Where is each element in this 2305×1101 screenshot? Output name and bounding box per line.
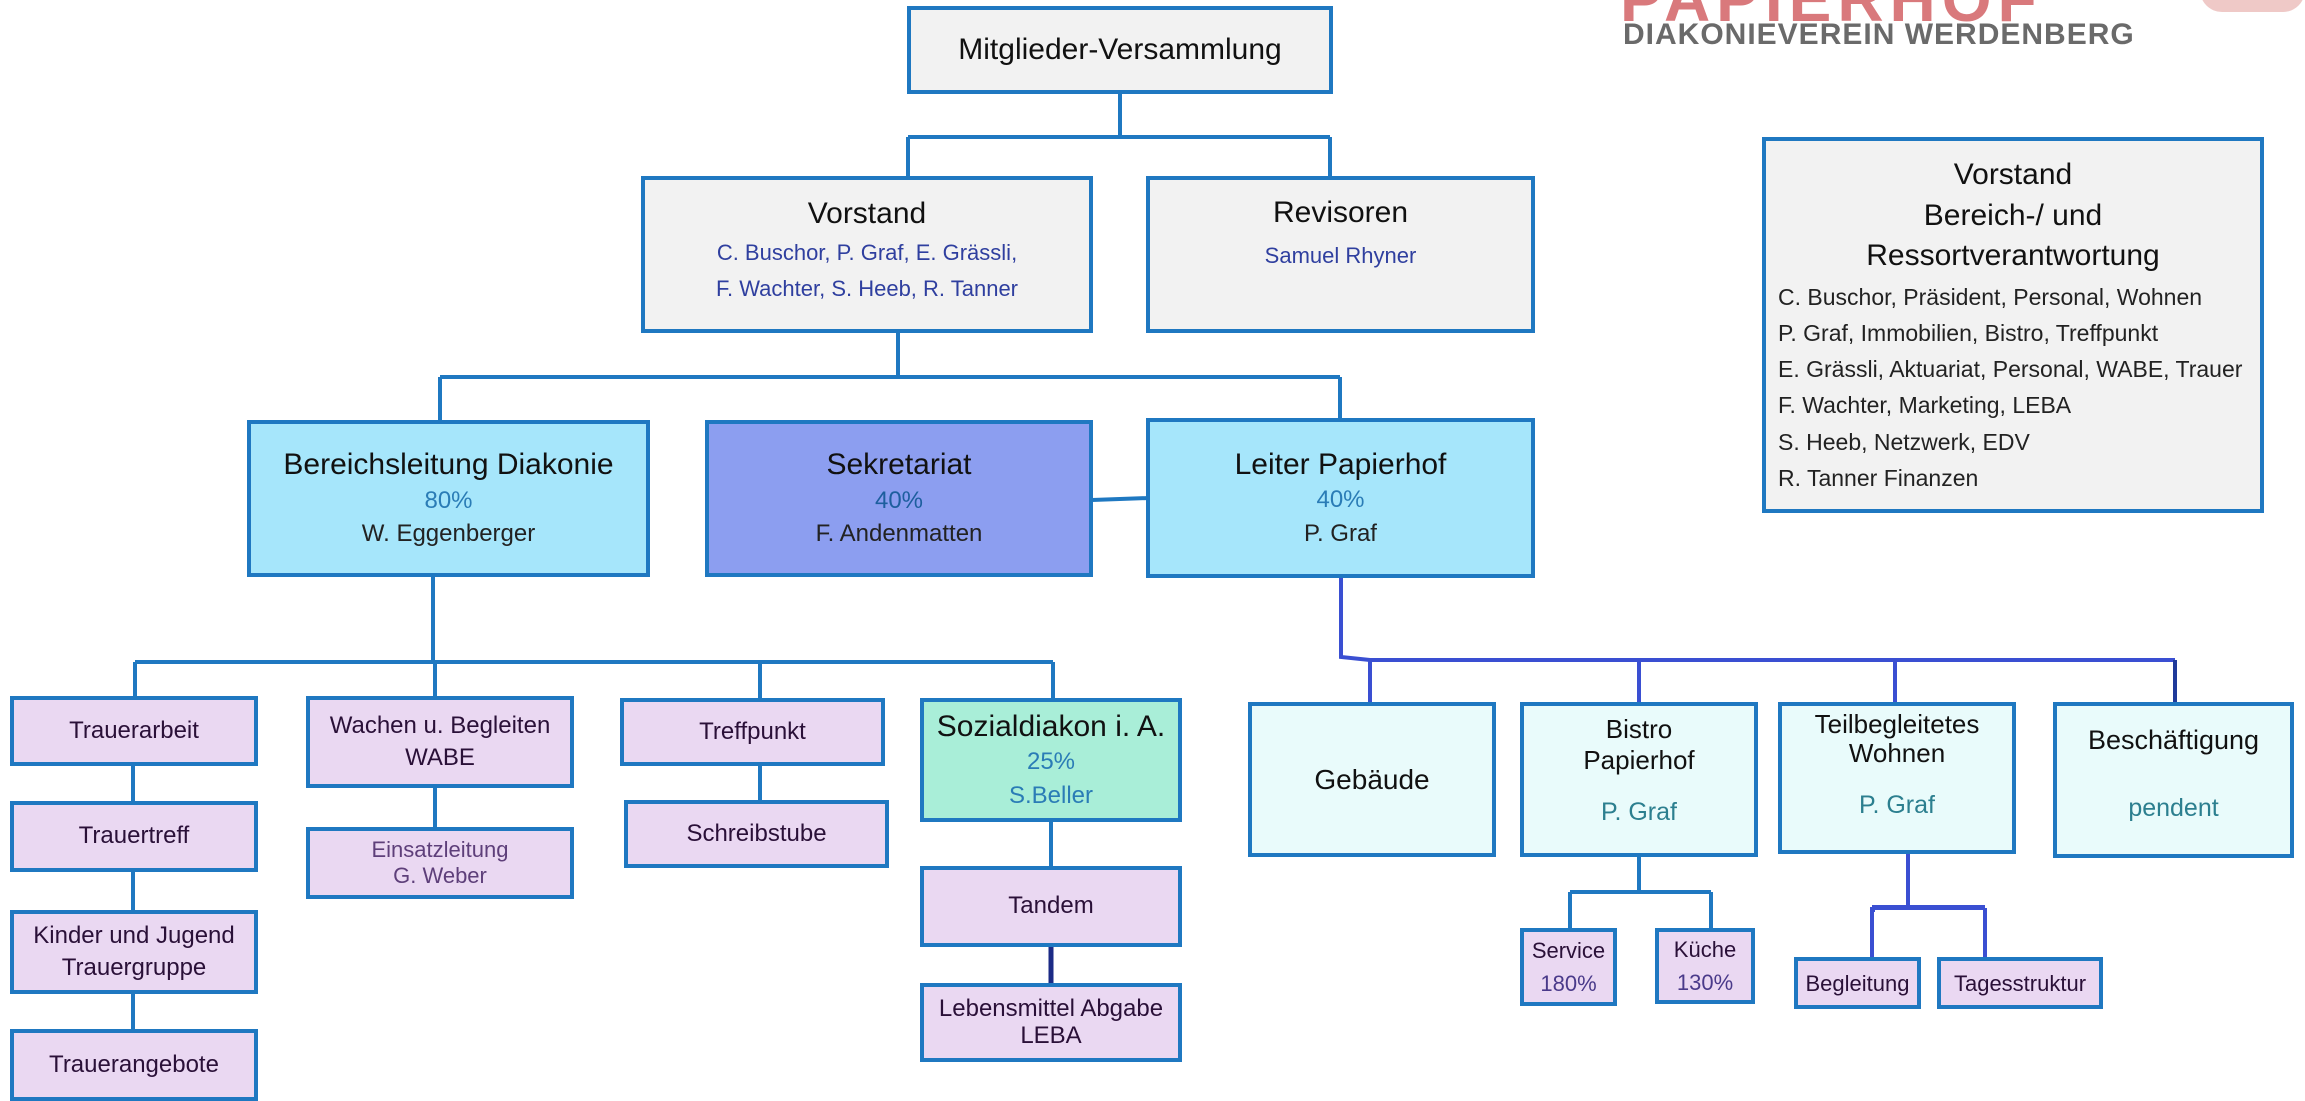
sozialdiakon-box: Sozialdiakon i. A. 25% S.Beller [920,698,1182,822]
secretariat-percent: 40% [874,486,924,514]
logo-subtitle: DIAKONIEVEREIN WERDENBERG [1623,18,2135,51]
trauertreff-box: Trauertreff [10,801,258,872]
connector [1568,857,1713,929]
service-label: Service [1531,938,1606,963]
bistro-line2: Papierhof [1583,745,1695,776]
diakonie-title: Bereichsleitung Diakonie [283,448,614,482]
tagesstruktur-label: Tagesstruktur [1953,970,2087,996]
auditors-name: Samuel Rhyner [1264,242,1417,268]
sozialdiakon-person: S.Beller [1008,781,1094,809]
schreibstube-box: Schreibstube [624,800,889,868]
bistro-line1: Bistro [1605,714,1673,744]
bistro-box: Bistro Papierhof P. Graf [1520,702,1758,857]
kinder-jugend-line1: Kinder und Jugend [33,921,235,949]
papierhof-person: P. Graf [1304,519,1377,547]
board-box: Vorstand C. Buschor, P. Graf, E. Grässli… [641,176,1093,333]
wohnen-person: P. Graf [1859,791,1935,820]
beschaeftigung-status: pendent [2128,794,2219,823]
diakonie-lead-box: Bereichsleitung Diakonie 80% W. Eggenber… [247,420,650,577]
kinder-jugend-line2: Trauergruppe [61,954,207,981]
diakonie-percent: 80% [424,486,473,514]
connector [1871,853,1987,966]
connector [906,92,1332,178]
papierhof-lead-box: Leiter Papierhof 40% P. Graf [1146,418,1535,578]
assembly-box: Mitglieder-Versammlung [907,6,1333,94]
panel-item: R. Tanner Finanzen [1778,465,1979,492]
board-names-line2: F. Wachter, S. Heeb, R. Tanner [715,276,1019,302]
trauertreff-label: Trauertreff [78,822,190,850]
connector [1870,905,1985,966]
connector [438,332,1342,422]
tagesstruktur-box: Tagesstruktur [1937,957,2103,1009]
wohnen-line1: Teilbegleitetes [1814,709,1980,739]
trauerarbeit-box: Trauerarbeit [10,696,258,766]
tandem-label: Tandem [1008,892,1094,920]
connector [1091,496,1150,502]
auditors-box: Revisoren Samuel Rhyner [1146,176,1535,333]
panel-title-line1: Vorstand [1953,158,2073,191]
leba-line2: LEBA [1020,1021,1082,1049]
wabe-line2: WABE [405,744,475,771]
panel-title-line2: Bereich-/ und Ressortverantwortung [1866,198,2160,273]
begleitung-label: Begleitung [1805,970,1910,996]
panel-item: P. Graf, Immobilien, Bistro, Treffpunkt [1778,319,2159,346]
diakonie-person: W. Eggenberger [361,520,536,548]
secretariat-person: F. Andenmatten [815,520,983,548]
connector [133,576,1055,700]
secretariat-title: Sekretariat [826,448,972,482]
beschaeftigung-label: Beschäftigung [2087,725,2260,755]
wohnen-line2: Wohnen [1848,737,1946,768]
connector [1339,577,2175,702]
kueche-label: Küche [1673,937,1737,962]
secretariat-box: Sekretariat 40% F. Andenmatten [705,420,1093,577]
treffpunkt-box: Treffpunkt [620,698,885,766]
auditors-title: Revisoren [1272,196,1409,229]
treffpunkt-label: Treffpunkt [699,717,806,745]
trauerangebote-box: Trauerangebote [10,1029,258,1101]
bistro-person: P. Graf [1601,798,1677,827]
service-percent: 180% [1540,971,1597,996]
wabe-lead-line2: G. Weber [393,863,487,888]
kueche-percent: 130% [1676,970,1734,995]
panel-item: S. Heeb, Netzwerk, EDV [1778,428,2030,455]
leba-line1: Lebensmittel Abgabe [938,995,1164,1023]
board-names-line1: C. Buschor, P. Graf, E. Grässli, [716,239,1018,265]
trauerangebote-label: Trauerangebote [49,1050,219,1078]
wohnen-box: Teilbegleitetes Wohnen P. Graf [1778,702,2016,854]
wabe-lead-line1: Einsatzleitung [371,836,509,862]
wabe-lead-box: Einsatzleitung G. Weber [306,827,574,899]
papierhof-title: Leiter Papierhof [1234,447,1447,481]
panel-item: F. Wachter, Marketing, LEBA [1778,392,2072,419]
gebaeude-label: Gebäude [1314,764,1430,795]
wabe-box: Wachen u. Begleiten WABE [306,696,574,788]
service-box: Service 180% [1520,928,1617,1006]
wabe-line1: Wachen u. Begleiten [329,711,551,739]
trauerarbeit-label: Trauerarbeit [69,716,199,744]
gebaeude-box: Gebäude [1248,702,1496,857]
board-responsibilities-panel: Vorstand Bereich-/ und Ressortverantwort… [1762,137,2264,513]
assembly-title: Mitglieder-Versammlung [958,33,1282,67]
schreibstube-label: Schreibstube [686,819,827,847]
tandem-box: Tandem [920,866,1182,947]
logo-wordmark: PAPIERHOF [1620,0,2043,36]
kinder-jugend-box: Kinder und Jugend Trauergruppe [10,910,258,994]
board-title: Vorstand [807,197,927,231]
panel-item: E. Grässli, Aktuariat, Personal, WABE, T… [1778,356,2243,383]
begleitung-box: Begleitung [1794,957,1921,1009]
sozialdiakon-title: Sozialdiakon i. A. [936,709,1166,743]
kueche-box: Küche 130% [1655,928,1755,1004]
logo-swoosh-icon [2200,0,2305,12]
panel-item: C. Buschor, Präsident, Personal, Wohnen [1778,283,2203,310]
papierhof-percent: 40% [1316,486,1365,514]
beschaeftigung-box: Beschäftigung pendent [2053,702,2294,858]
leba-box: Lebensmittel Abgabe LEBA [920,983,1182,1062]
sozialdiakon-percent: 25% [1026,748,1076,776]
